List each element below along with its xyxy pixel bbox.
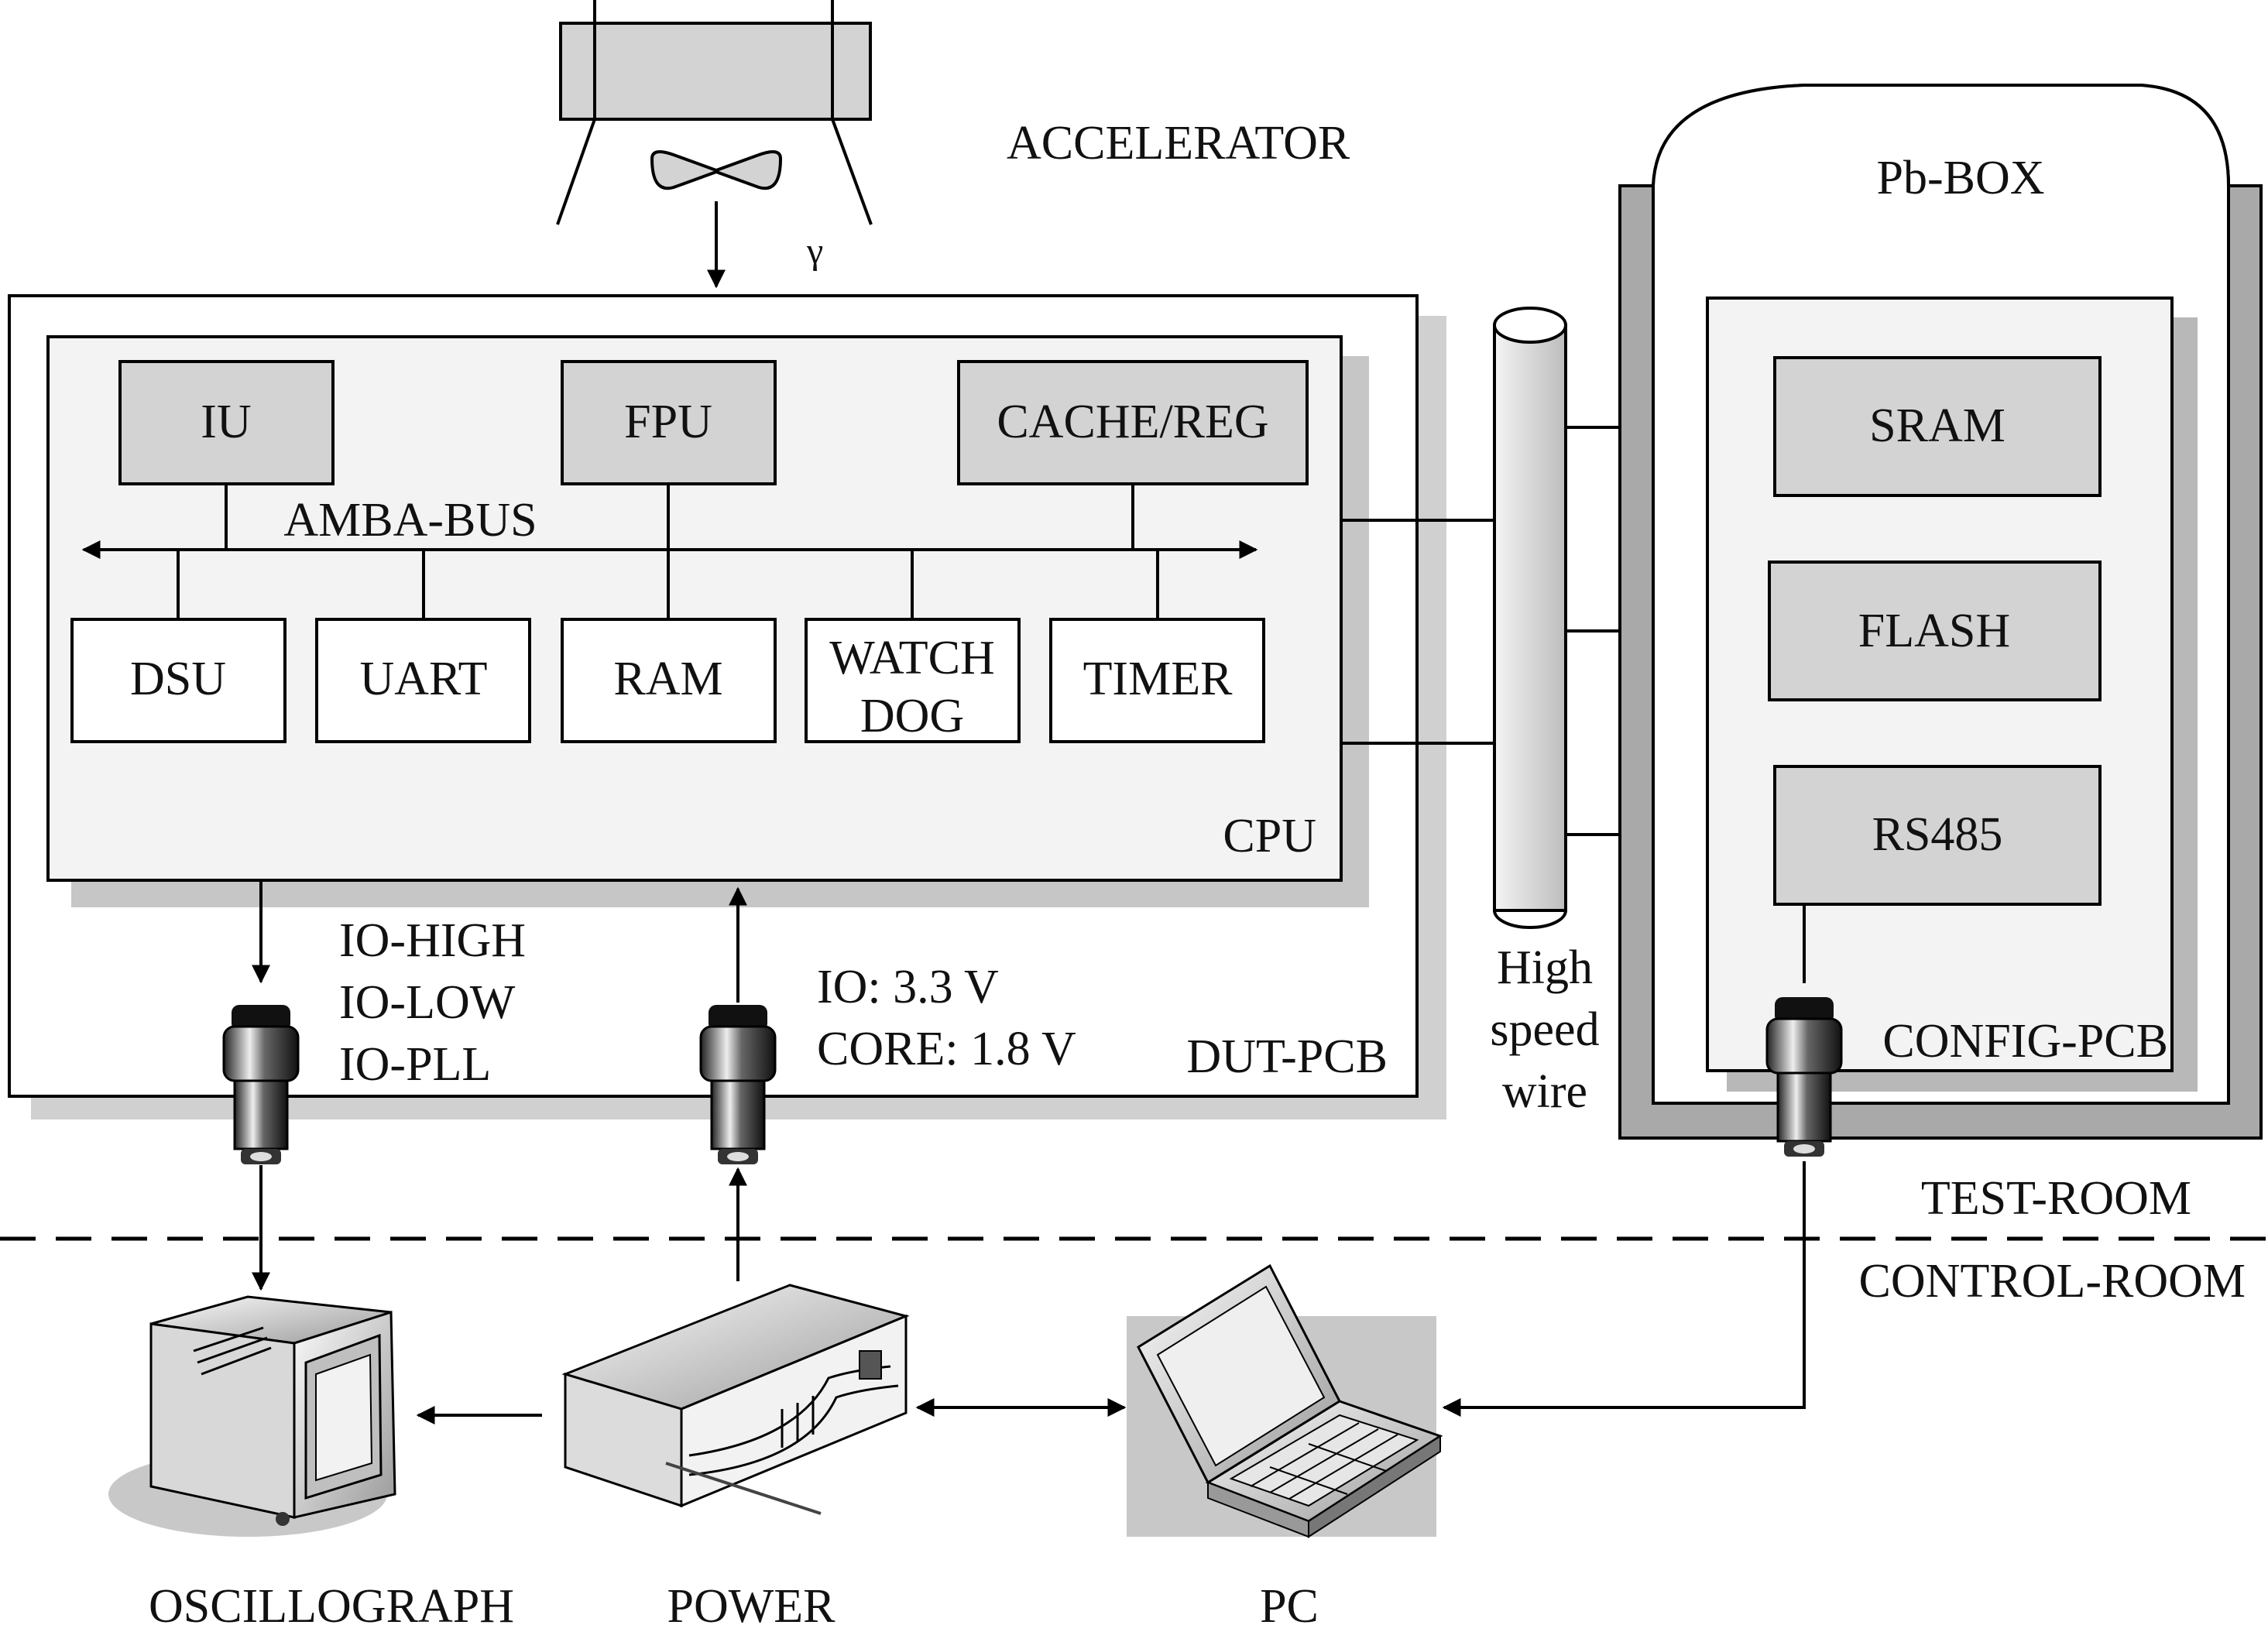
power-label: POWER bbox=[667, 1580, 836, 1625]
cpu-label: CPU bbox=[1223, 810, 1316, 862]
accelerator-head bbox=[559, 22, 872, 121]
io-low-label: IO-LOW bbox=[339, 976, 516, 1029]
connector-power bbox=[699, 1003, 777, 1166]
uart-label: UART bbox=[359, 653, 487, 705]
sram-block bbox=[1773, 356, 2102, 497]
io-voltage-label: IO: 3.3 V bbox=[817, 961, 999, 1013]
watchdog-label-line2: DOG bbox=[860, 690, 964, 742]
rs485-block bbox=[1773, 765, 2102, 906]
dsu-label: DSU bbox=[130, 653, 226, 705]
cache-reg-block bbox=[957, 360, 1309, 485]
dut-pcb: DUT-PCB CPU IU FPU CACHE/REG AMBA-BUS DS… bbox=[8, 294, 1446, 1166]
iu-block bbox=[118, 360, 335, 485]
high-speed-wire: High speed wire bbox=[1341, 307, 1775, 1118]
oscillograph-label: OSCILLOGRAPH bbox=[149, 1580, 514, 1625]
connector-oscillograph bbox=[222, 1003, 300, 1166]
watchdog-block bbox=[805, 618, 1021, 743]
io-pll-label: IO-PLL bbox=[339, 1038, 491, 1091]
accelerator-label: ACCELERATOR bbox=[1007, 117, 1350, 170]
timer-block bbox=[1049, 618, 1265, 743]
wire-label-line1: High bbox=[1497, 941, 1593, 994]
beam-collimator bbox=[650, 150, 783, 190]
fpu-block bbox=[561, 360, 777, 485]
iu-label: IU bbox=[201, 396, 251, 448]
config-pcb-label: CONFIG-PCB bbox=[1882, 1015, 2168, 1068]
wire-label-line3: wire bbox=[1502, 1065, 1587, 1118]
dsu-block bbox=[70, 618, 287, 743]
watchdog-label-line1: WATCH bbox=[829, 632, 995, 684]
test-room-label: TEST-ROOM bbox=[1921, 1172, 2191, 1225]
core-voltage-label: CORE: 1.8 V bbox=[817, 1023, 1076, 1075]
uart-block bbox=[315, 618, 531, 743]
pb-box: Pb-BOX CONFIG-PCB SRAM FLASH RS485 bbox=[1618, 84, 2263, 1158]
flash-block bbox=[1768, 561, 2102, 701]
pb-box-label: Pb-BOX bbox=[1876, 152, 2044, 204]
connector-pc bbox=[1765, 996, 1843, 1158]
amba-bus-label: AMBA-BUS bbox=[283, 494, 537, 547]
ram-label: RAM bbox=[613, 653, 722, 705]
timer-label: TIMER bbox=[1083, 653, 1234, 705]
ram-block bbox=[561, 618, 777, 743]
control-room-label: CONTROL-ROOM bbox=[1859, 1255, 2246, 1308]
gamma-label: γ bbox=[806, 231, 823, 272]
cache-reg-label: CACHE/REG bbox=[997, 396, 1268, 448]
oscillograph-icon bbox=[108, 1295, 396, 1537]
dut-pcb-label: DUT-PCB bbox=[1186, 1030, 1388, 1083]
wire-label-line2: speed bbox=[1490, 1003, 1599, 1056]
io-high-label: IO-HIGH bbox=[339, 914, 526, 967]
accelerator: γ ACCELERATOR bbox=[556, 0, 1350, 289]
pc-label: PC bbox=[1260, 1580, 1319, 1625]
rs485-label: RS485 bbox=[1872, 808, 2003, 861]
fpu-label: FPU bbox=[624, 396, 712, 448]
flash-label: FLASH bbox=[1858, 605, 2010, 657]
laptop-pc-icon bbox=[1127, 1263, 1443, 1538]
power-supply-icon bbox=[561, 1284, 910, 1515]
sram-label: SRAM bbox=[1869, 399, 2006, 452]
